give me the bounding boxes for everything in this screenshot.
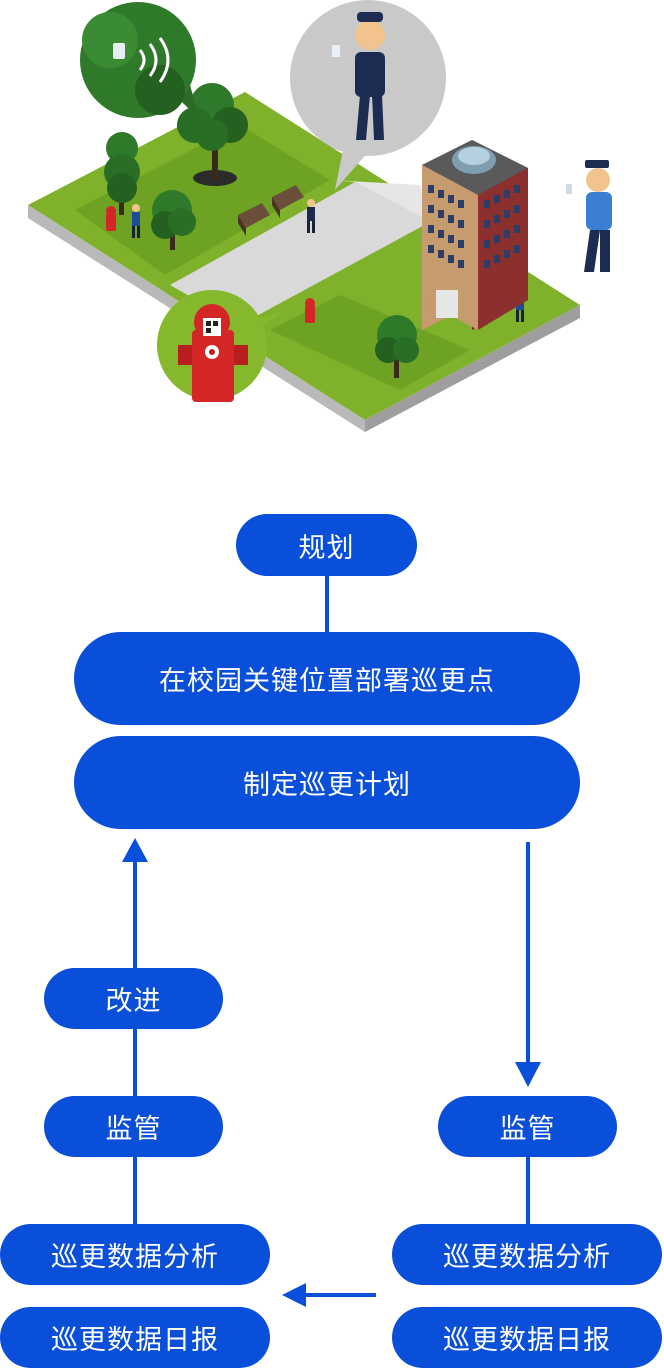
supervise-right-node: 监管 [438,1096,617,1157]
supervise-left-node: 监管 [44,1096,223,1157]
connector-supervise-analysis-left [133,1157,137,1224]
patroller-bubble [290,0,446,190]
connector-supervise-analysis-right [526,1157,530,1224]
nfc-tag-bubble [80,2,200,120]
qr-hydrant-bubble [157,290,285,402]
connector-improve-supervise-left [133,1028,137,1096]
connector-plan-deploy [325,575,329,632]
arrow-up-to-schedule [122,838,148,968]
bench-icon [238,185,304,236]
schedule-node: 制定巡更计划 [74,736,580,829]
hydrant-icon [106,206,315,323]
tree-icon [375,315,419,378]
tree-icon [104,132,140,215]
plan-node: 规划 [236,514,417,576]
tree-icon [177,83,248,186]
arrow-left-report [282,1283,376,1307]
campus-road [170,182,430,325]
campus-patrol-illustration [28,0,612,432]
guard-with-phone-icon [566,160,612,272]
building-icon [422,140,528,330]
report-right-node: 巡更数据日报 [392,1307,662,1368]
tree-icon [151,190,196,250]
report-left-node: 巡更数据日报 [0,1307,270,1368]
deploy-node: 在校园关键位置部署巡更点 [74,632,580,725]
improve-node: 改进 [44,968,223,1029]
analysis-left-node: 巡更数据分析 [0,1224,270,1285]
arrow-down-to-supervise [515,842,541,1087]
analysis-right-node: 巡更数据分析 [392,1224,662,1285]
